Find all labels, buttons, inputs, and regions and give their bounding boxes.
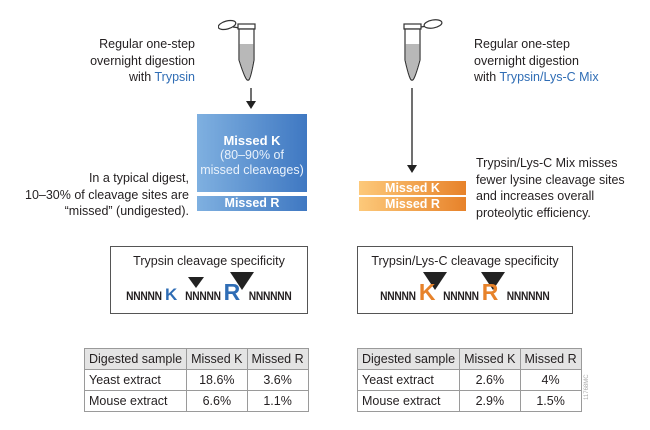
- tube-icon: [218, 19, 256, 81]
- column-header: Digested sample: [83, 348, 188, 370]
- cleavage-marker-icon: [481, 272, 505, 290]
- column-header: Digested sample: [356, 348, 461, 370]
- cleavage-marker-icon: [423, 272, 447, 290]
- table-row: Yeast extract 2.6% 4%: [356, 369, 582, 391]
- cleavage-marker-icon: [230, 272, 254, 290]
- right-intro-line: overnight digestion: [474, 53, 579, 68]
- missed-k-bar: Missed K: [359, 181, 466, 195]
- seq-r: R: [481, 279, 499, 305]
- right-note-line: Trypsin/Lys-C Mix misses: [476, 156, 618, 170]
- table-cell: 1.1%: [246, 390, 309, 412]
- left-intro-text: Regular one-step overnight digestion wit…: [90, 36, 195, 86]
- seq-k: K: [418, 279, 436, 305]
- left-intro-line: Regular one-step: [99, 37, 195, 51]
- table-row: Mouse extract 6.6% 1.1%: [83, 390, 309, 412]
- table-cell: 1.5%: [519, 390, 582, 412]
- spec-title: Trypsin cleavage specificity: [133, 254, 285, 268]
- table-cell: 2.9%: [459, 390, 521, 412]
- table-cell: 2.6%: [459, 369, 521, 391]
- table-cell: 4%: [519, 369, 582, 391]
- arrow-down-icon: [407, 88, 417, 173]
- column-header: Missed R: [246, 348, 309, 370]
- trypsin-lysc-label: Trypsin/Lys-C Mix: [499, 70, 599, 84]
- seq-n: NNNNN: [126, 289, 162, 303]
- table-header-row: Digested sample Missed K Missed R: [356, 348, 582, 370]
- seq-n: NNNNN: [380, 289, 416, 303]
- right-note-line: fewer lysine cleavage sites: [476, 172, 625, 187]
- cleavage-marker-icon: [188, 277, 204, 288]
- tube-icon: [403, 19, 443, 81]
- left-note-line: “missed” (undigested).: [64, 204, 189, 218]
- table-cell: 18.6%: [186, 369, 248, 391]
- missed-r-bar: Missed R: [359, 197, 466, 211]
- left-note: In a typical digest, 10–30% of cleavage …: [25, 170, 189, 220]
- table-cell: 6.6%: [186, 390, 248, 412]
- table-cell: Mouse extract: [356, 390, 461, 412]
- table-cell: Yeast extract: [356, 369, 461, 391]
- left-note-line: 10–30% of cleavage sites are: [25, 187, 189, 202]
- column-header: Missed R: [519, 348, 582, 370]
- table-cell: Yeast extract: [83, 369, 188, 391]
- table-cell: Mouse extract: [83, 390, 188, 412]
- figure-code: 11768MC: [584, 374, 590, 400]
- column-header: Missed K: [459, 348, 521, 370]
- trypsin-label: Trypsin: [154, 70, 195, 84]
- missed-k-box: Missed K (80–90% of missed cleavages): [197, 114, 307, 192]
- seq-n: NNNNNN: [506, 289, 550, 303]
- seq-r: R: [223, 279, 241, 305]
- missed-r-box: Missed R: [197, 196, 307, 211]
- left-intro-line: overnight digestion: [90, 53, 195, 68]
- table-cell: 3.6%: [246, 369, 309, 391]
- lysc-specificity-box: Trypsin/Lys-C cleavage specificity NNNNN…: [357, 246, 573, 314]
- right-note: Trypsin/Lys-C Mix misses fewer lysine cl…: [476, 155, 625, 221]
- table-row: Mouse extract 2.9% 1.5%: [356, 390, 582, 412]
- seq-n: NNNNNN: [248, 289, 292, 303]
- right-intro-line: Regular one-step: [474, 37, 570, 51]
- missed-k-note: (80–90% of: [220, 148, 284, 162]
- right-intro-line: with: [474, 70, 500, 84]
- missed-k-label: Missed K: [223, 133, 281, 148]
- right-note-line: and increases overall: [476, 189, 595, 203]
- trypsin-results-table: Digested sample Missed K Missed R Yeast …: [83, 348, 309, 412]
- right-intro-text: Regular one-step overnight digestion wit…: [474, 36, 599, 86]
- table-row: Yeast extract 18.6% 3.6%: [83, 369, 309, 391]
- table-header-row: Digested sample Missed K Missed R: [83, 348, 309, 370]
- left-intro-line: with: [129, 70, 155, 84]
- seq-n: NNNNN: [184, 289, 221, 303]
- arrow-down-icon: [246, 88, 256, 109]
- column-header: Missed K: [186, 348, 248, 370]
- missed-k-note: missed cleavages): [200, 163, 304, 177]
- right-note-line: proteolytic efficiency.: [476, 205, 591, 220]
- spec-title: Trypsin/Lys-C cleavage specificity: [371, 254, 559, 268]
- lysc-results-table: Digested sample Missed K Missed R Yeast …: [356, 348, 582, 412]
- seq-n: NNNNN: [443, 289, 479, 303]
- left-note-line: In a typical digest,: [88, 171, 189, 185]
- seq-k: K: [164, 285, 178, 304]
